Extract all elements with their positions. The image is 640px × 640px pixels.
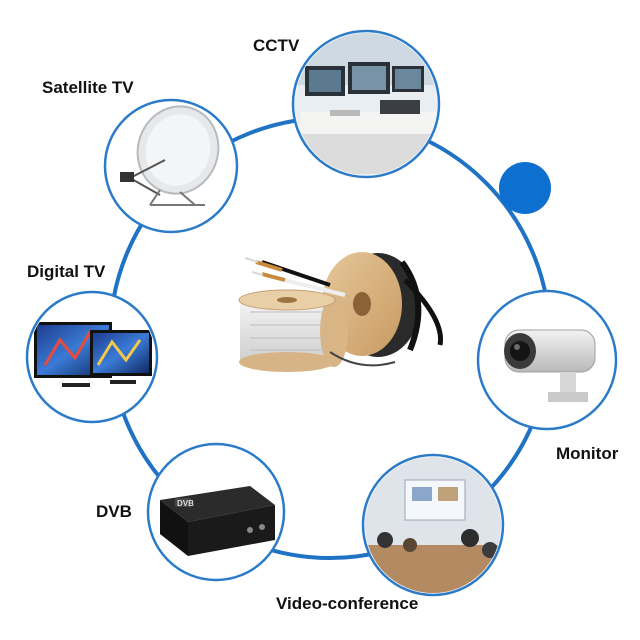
- ring-accent-dot: [499, 162, 551, 214]
- label-monitor: Monitor: [556, 444, 619, 463]
- node-cctv: [291, 29, 441, 179]
- label-satellite-tv: Satellite TV: [42, 78, 134, 97]
- node-video-conference: [361, 453, 505, 597]
- dvb-receiver-box-icon: DVB: [160, 486, 275, 556]
- coaxial-cable-spools-icon: [238, 252, 444, 372]
- label-video-conference: Video-conference: [276, 594, 419, 613]
- cctv-control-room-icon: [295, 33, 437, 175]
- dvb-box-logo-text: DVB: [177, 499, 194, 508]
- node-digital-tv: [25, 290, 159, 424]
- label-digital-tv: Digital TV: [27, 262, 106, 281]
- node-satellite-tv: [103, 98, 239, 234]
- label-dvb: DVB: [96, 502, 132, 521]
- flat-screen-tv-icon: [34, 322, 152, 387]
- security-camera-icon: [504, 329, 596, 402]
- node-monitor: [476, 289, 618, 431]
- node-dvb: DVB: [146, 442, 286, 582]
- label-cctv: CCTV: [253, 36, 300, 55]
- satellite-dish-icon: [120, 105, 220, 206]
